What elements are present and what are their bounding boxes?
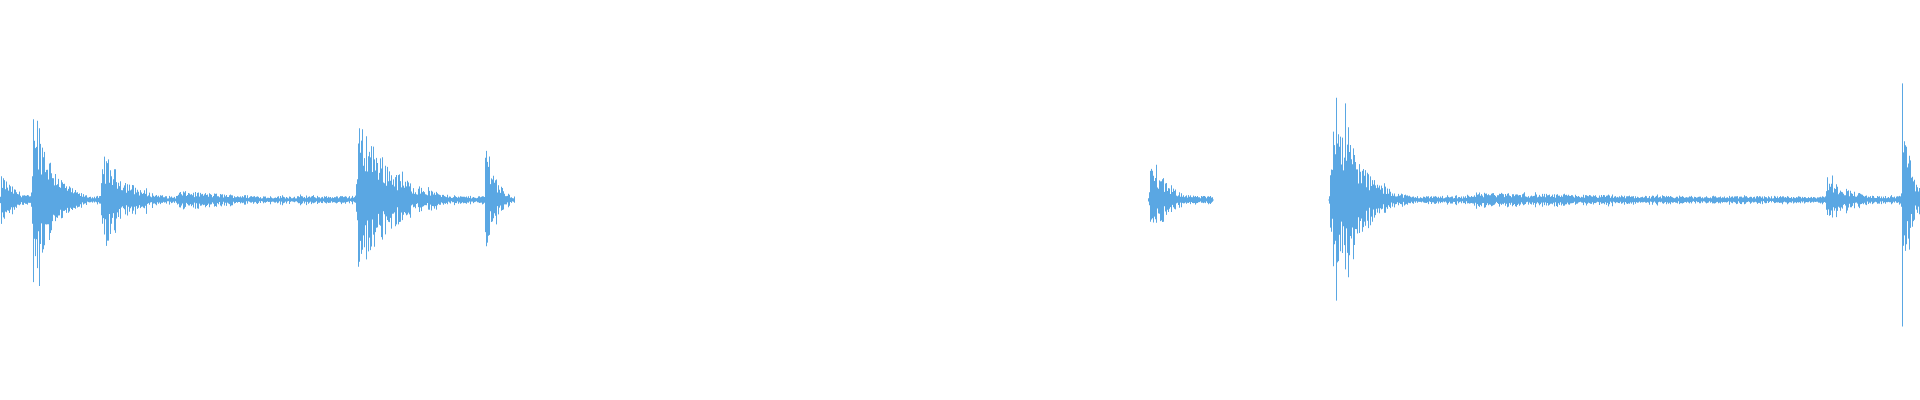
waveform-path <box>355 128 515 267</box>
waveform-clip-4[interactable] <box>1328 83 1920 327</box>
waveform-layer <box>0 83 1920 327</box>
waveform-path <box>1148 164 1213 223</box>
waveform-clip-1[interactable] <box>0 119 356 286</box>
waveform-clip-3[interactable] <box>1148 164 1214 223</box>
waveform-path <box>0 119 355 286</box>
waveform-clip-2[interactable] <box>355 128 515 267</box>
waveform-path <box>1329 83 1920 327</box>
